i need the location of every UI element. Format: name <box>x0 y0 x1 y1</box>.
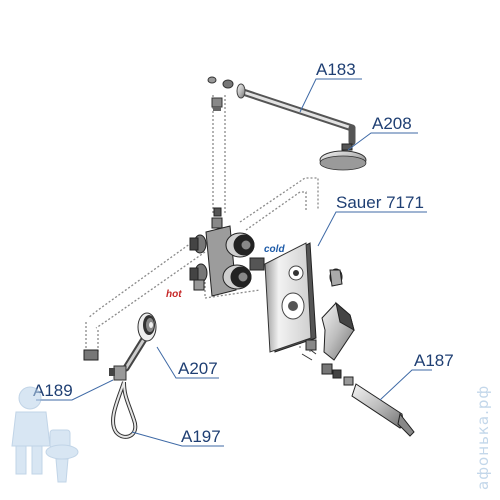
cold-label: cold <box>264 244 285 255</box>
pipe-fittings <box>83 279 317 361</box>
dotted-pipe-paths <box>85 95 319 352</box>
hot-label: hot <box>166 289 182 300</box>
watermark-text: афонька.рф <box>474 385 492 490</box>
spout <box>301 347 415 437</box>
watermark-text-group: афонька.рф <box>474 385 492 490</box>
label-a183: A183 <box>316 60 356 79</box>
mixer-body <box>189 207 265 297</box>
handle <box>321 268 355 361</box>
label-a197: A197 <box>181 427 221 446</box>
label-a187: A187 <box>414 351 454 370</box>
hand-shower <box>122 312 157 372</box>
hose-and-bracket <box>109 365 138 439</box>
wall-plate <box>264 242 317 353</box>
label-a207: A207 <box>178 359 218 378</box>
label-a189: A189 <box>33 381 73 400</box>
label-sauer-7171: Sauer 7171 <box>336 193 424 212</box>
shower-arm <box>207 76 356 146</box>
shower-head <box>319 143 367 171</box>
plumber-mascot-icon <box>11 386 79 483</box>
label-a208: A208 <box>372 114 412 133</box>
leader-lines <box>36 78 432 447</box>
